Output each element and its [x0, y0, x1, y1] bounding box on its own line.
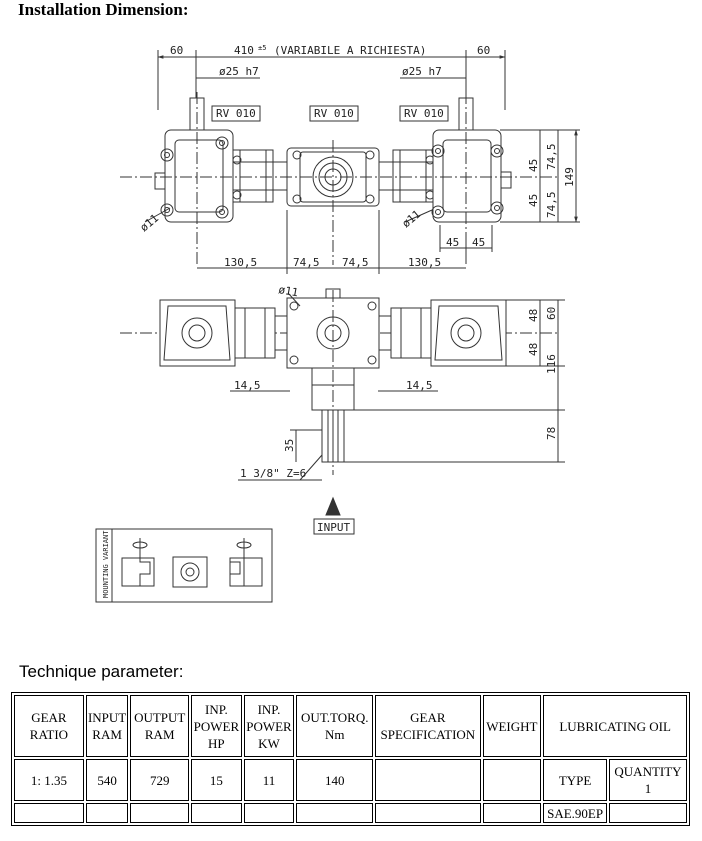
value-out-torq: 140 — [296, 759, 374, 801]
spline-spec: 1 3/8" Z=6 — [240, 467, 306, 480]
dim-side-48-upper: 48 — [527, 309, 540, 322]
oil-quantity-label: QUANTITY — [614, 764, 682, 779]
dim-side-48-lower: 48 — [527, 343, 540, 356]
empty-cell — [608, 803, 687, 823]
section-title: Technique parameter: — [19, 662, 184, 681]
table-oil-row: SAE.90EP — [14, 803, 687, 823]
mounting-variant-label: MOUNTING VARIANT — [102, 530, 110, 598]
dim-shaft-length: 35 — [283, 439, 296, 452]
dim-right-lower-45: 45 — [527, 194, 540, 207]
value-gear-ratio: 1: 1.35 — [14, 759, 84, 801]
input-label: INPUT — [317, 521, 350, 534]
dim-right-offset: 60 — [477, 44, 490, 57]
value-inp-power-kw: 11 — [243, 759, 295, 801]
dim-overall-length: 410 — [234, 44, 254, 57]
shaft-right-diameter: ø25 h7 — [402, 65, 442, 78]
value-gear-spec — [375, 759, 481, 801]
oil-quantity-value: 1 — [644, 781, 652, 796]
gearbox-label-left: RV 010 — [216, 107, 256, 120]
dim-left-offset: 60 — [170, 44, 183, 57]
dim-right-upper-74-5: 74,5 — [545, 144, 558, 171]
dim-right-total-149: 149 — [563, 167, 576, 187]
empty-cell — [482, 803, 542, 823]
oil-quantity-cell: QUANTITY 1 — [608, 759, 687, 801]
installation-drawing: 60 410 ±5 (VARIABILE A RICHIESTA) 60 ø25… — [95, 44, 580, 603]
value-output-ram: 729 — [130, 759, 190, 801]
empty-cell — [296, 803, 374, 823]
empty-cell — [85, 803, 129, 823]
empty-cell — [14, 803, 84, 823]
dim-overall-tolerance: ±5 — [258, 44, 266, 52]
dim-side-14-5-right: 14,5 — [406, 379, 433, 392]
oil-type-label: TYPE — [543, 759, 607, 801]
dim-right-upper-45: 45 — [527, 159, 540, 172]
dim-side-14-5-left: 14,5 — [234, 379, 261, 392]
empty-cell — [243, 803, 295, 823]
oil-type-value: SAE.90EP — [543, 803, 607, 823]
dim-bottom-74-5-right: 74,5 — [342, 256, 369, 269]
dim-side-116: 116 — [545, 354, 558, 374]
header-weight: WEIGHT — [482, 695, 542, 757]
header-lubricating-oil: LUBRICATING OIL — [543, 695, 687, 757]
table-value-row: 1: 1.35 540 729 15 11 140 TYPE QUANTITY 1 — [14, 759, 687, 801]
empty-cell — [191, 803, 242, 823]
dim-bottom-right-45-b: 45 — [472, 236, 485, 249]
dim-bottom-130-5-right: 130,5 — [408, 256, 441, 269]
dim-side-60: 60 — [545, 307, 558, 320]
dim-bottom-74-5-left: 74,5 — [293, 256, 320, 269]
dim-overall-note: (VARIABILE A RICHIESTA) — [274, 44, 426, 57]
dim-bottom-130-5-left: 130,5 — [224, 256, 257, 269]
gearbox-label-right: RV 010 — [404, 107, 444, 120]
gearbox-label-center: RV 010 — [314, 107, 354, 120]
value-inp-power-hp: 15 — [191, 759, 242, 801]
dim-right-lower-74-5: 74,5 — [545, 192, 558, 219]
hole-bottom-diameter: ø11 — [277, 283, 299, 299]
empty-cell — [130, 803, 190, 823]
value-input-ram: 540 — [85, 759, 129, 801]
value-weight — [482, 759, 542, 801]
hole-right-diameter: ø11 — [400, 208, 424, 231]
shaft-left-diameter: ø25 h7 — [219, 65, 259, 78]
empty-cell — [375, 803, 481, 823]
page-title: Installation Dimension: — [18, 0, 189, 19]
header-out-torq: OUT.TORQ.Nm — [296, 695, 374, 757]
dim-bottom-right-45-a: 45 — [446, 236, 459, 249]
dim-side-78: 78 — [545, 427, 558, 440]
